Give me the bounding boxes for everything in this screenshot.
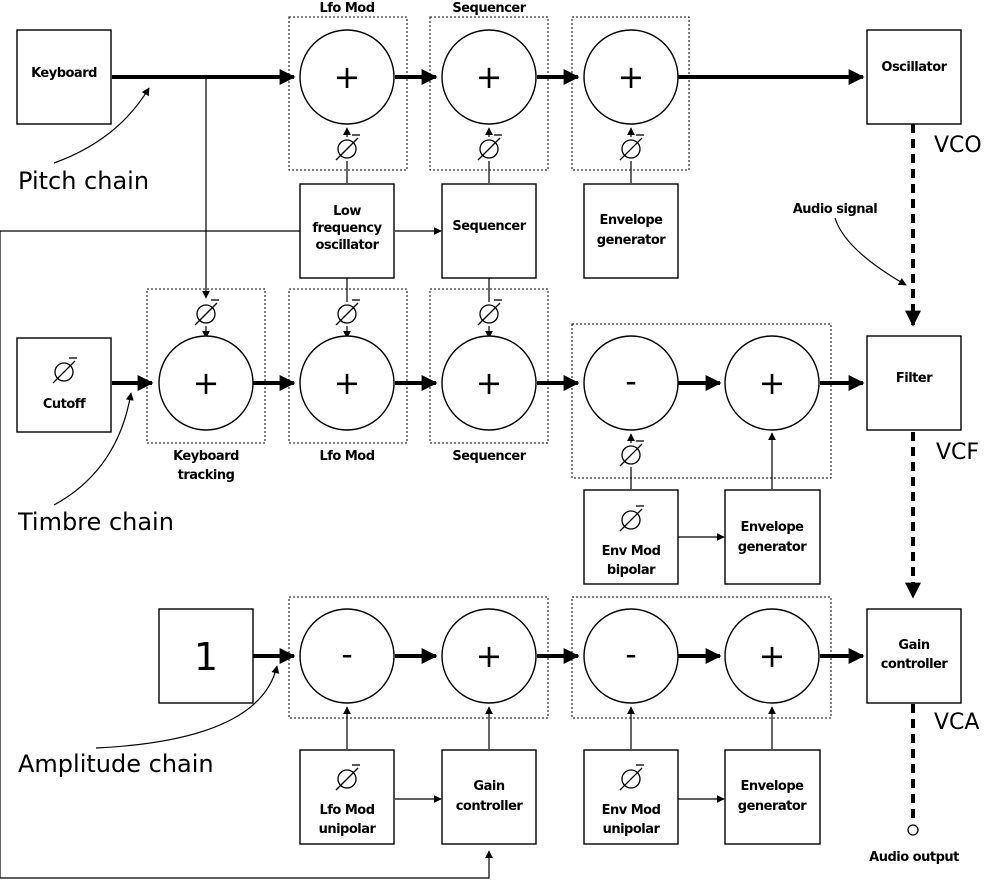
- sum-node: [158, 335, 254, 431]
- plus-sign: +: [476, 58, 503, 96]
- gain-controller-block: [441, 749, 537, 845]
- sequencer-block: [441, 183, 537, 279]
- sum-node: [441, 608, 537, 704]
- timbre-chain-label: Timbre chain: [17, 508, 174, 536]
- amplitude-envelope-block: [724, 749, 821, 845]
- gain-controller-line1: Gain: [473, 779, 504, 794]
- attenuator-knob-icon: [335, 299, 361, 326]
- group-titles: Lfo Mod Sequencer Keyboard tracking Lfo …: [173, 1, 527, 483]
- plus-sign: +: [334, 58, 361, 96]
- difference-node: [583, 335, 679, 431]
- sum-node: [441, 29, 537, 125]
- keyboard-tracking-title-line2: tracking: [178, 468, 235, 483]
- env-mod-unipolar-line1: Env Mod: [602, 803, 661, 818]
- difference-node: [583, 608, 679, 704]
- minus-sign: -: [625, 635, 637, 673]
- lfo-mod-unipolar-block: [299, 749, 395, 845]
- lfo-mod-pitch-frame: [288, 16, 408, 171]
- pitch-chain-label: Pitch chain: [18, 167, 149, 195]
- plus-sign: +: [476, 364, 503, 402]
- vca-label: VCA: [934, 710, 979, 735]
- env-mod-bipolar-line2: bipolar: [607, 563, 656, 578]
- envelope-amplitude-frame: [571, 596, 832, 719]
- constant-one-block: [158, 608, 254, 704]
- gain-controller-line1: Gain: [898, 638, 929, 653]
- plus-sign: +: [476, 637, 503, 675]
- keyboard-tracking-title-line1: Keyboard: [173, 449, 239, 464]
- lfo-block: [299, 183, 395, 279]
- attenuator-knob-icon: [335, 134, 361, 161]
- attenuator-knob-icon: [477, 134, 503, 161]
- envelope-timbre-frame: [571, 323, 832, 479]
- lfo-amplitude-frame: [288, 596, 549, 719]
- cutoff-block: [16, 337, 112, 433]
- sequencer-title: Sequencer: [452, 1, 526, 16]
- connections: [0, 69, 921, 879]
- filter-block: [866, 335, 962, 431]
- cutoff-label: Cutoff: [43, 397, 86, 412]
- plus-sign: +: [759, 637, 786, 675]
- gain-controller-line2: controller: [456, 799, 524, 814]
- plus-sign: +: [759, 364, 786, 402]
- filter-label: Filter: [896, 371, 933, 386]
- plus-sign: +: [618, 58, 645, 96]
- amplitude-chain-label: Amplitude chain: [18, 750, 214, 778]
- envelope-label-line2: generator: [738, 540, 808, 555]
- sum-node: [441, 335, 537, 431]
- sum-node: [299, 29, 395, 125]
- attenuator-knob-icon: [194, 299, 220, 326]
- envelope-label-line1: Envelope: [741, 779, 805, 794]
- attenuator-knob-icon: [619, 440, 645, 467]
- lfo-mod-unipolar-line2: unipolar: [319, 822, 377, 837]
- sequencer-label: Sequencer: [452, 219, 526, 234]
- timbre-envelope-block: [724, 489, 821, 585]
- vco-label: VCO: [934, 133, 982, 158]
- oscillator-block: [866, 29, 962, 125]
- sum-node: [724, 335, 820, 431]
- audio-output-jack: [907, 824, 919, 836]
- attenuator-knob-icon: [619, 134, 645, 161]
- block-labels: Keyboard Oscillator Low frequency oscill…: [31, 60, 949, 837]
- difference-node: [299, 608, 395, 704]
- annotations: Pitch chain Timbre chain Amplitude chain…: [17, 133, 982, 865]
- operators: + + + + + + - + - + - +: [158, 29, 820, 704]
- lfo-mod-title: Lfo Mod: [319, 1, 374, 16]
- attenuator-knob-icon: [477, 299, 503, 326]
- sum-node: [724, 608, 820, 704]
- minus-sign: -: [625, 362, 637, 400]
- envelope-label-line1: Envelope: [741, 520, 805, 535]
- constant-one-label: 1: [194, 635, 218, 679]
- env-mod-bipolar-line1: Env Mod: [602, 544, 661, 559]
- pitch-envelope-block: [583, 183, 679, 279]
- gain-controller-line2: controller: [881, 657, 949, 672]
- blocks: [16, 29, 962, 845]
- plus-sign: +: [193, 364, 220, 402]
- audio-signal-label: Audio signal: [793, 202, 878, 217]
- envelope-label-line2: generator: [597, 233, 667, 248]
- lfo-label-line3: oscillator: [315, 238, 379, 253]
- sum-node: [299, 335, 395, 431]
- env-mod-unipolar-block: [583, 749, 679, 845]
- envelope-label-line2: generator: [738, 799, 808, 814]
- plus-sign: +: [334, 364, 361, 402]
- gain-controller-vca-block: [866, 608, 962, 704]
- lfo-mod-unipolar-line1: Lfo Mod: [319, 803, 374, 818]
- vcf-label: VCF: [936, 440, 979, 465]
- envelope-label-line1: Envelope: [600, 213, 664, 228]
- lfo-label-line1: Low: [333, 204, 361, 219]
- lfo-mod-title: Lfo Mod: [319, 449, 374, 464]
- sum-node: [583, 29, 679, 125]
- env-mod-bipolar-block: [583, 489, 679, 585]
- lfo-label-line2: frequency: [312, 221, 382, 236]
- audio-output-label: Audio output: [869, 850, 959, 865]
- keyboard-block: [16, 29, 112, 125]
- minus-sign: -: [341, 635, 353, 673]
- oscillator-label: Oscillator: [881, 60, 947, 75]
- env-mod-unipolar-line2: unipolar: [603, 822, 661, 837]
- sequencer-title: Sequencer: [452, 449, 526, 464]
- keyboard-label: Keyboard: [31, 66, 97, 81]
